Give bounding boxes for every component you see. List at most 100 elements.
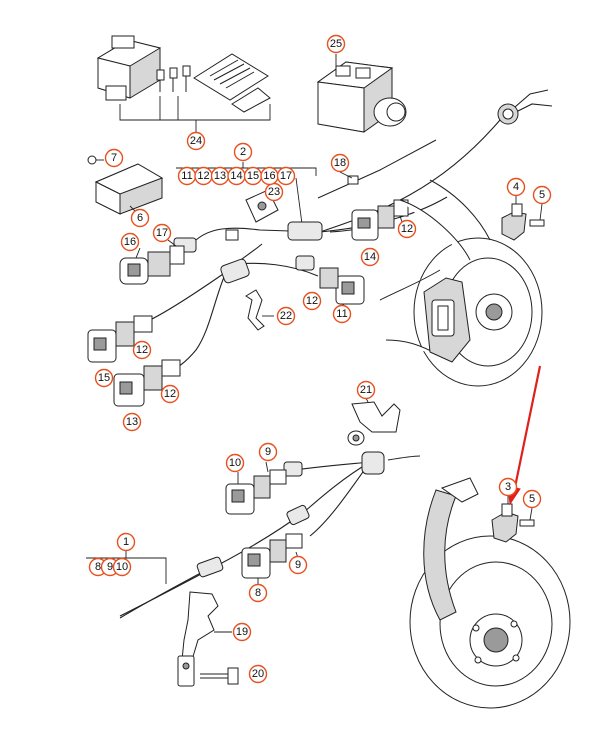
connector-icon [119, 245, 185, 285]
callout-c4: 4 [506, 177, 526, 197]
steering-knuckle-icon [423, 477, 479, 621]
callout-2-sub-13: 13 [210, 166, 230, 186]
callout-c12a-label: 12 [401, 223, 413, 235]
callout-c11: 11 [332, 304, 352, 324]
callout-c18: 18 [330, 153, 350, 173]
callout-2-sub-12-label: 12 [197, 170, 209, 182]
callout-1-sub-10-label: 10 [116, 561, 128, 573]
connector-icon [241, 533, 303, 579]
callout-2-sub-13-label: 13 [214, 170, 226, 182]
callout-c23-label: 23 [268, 186, 280, 198]
airbag-module-icon [87, 155, 164, 215]
callout-c7-label: 7 [111, 152, 117, 164]
callout-2-sub-14: 14 [227, 166, 246, 186]
wheel-speed-sensor-icon [501, 203, 545, 241]
callout-c6: 6 [130, 208, 150, 228]
callout-c2-label: 2 [240, 146, 246, 158]
callout-1-sub-8-label: 8 [95, 561, 101, 573]
callout-c14-label: 14 [364, 251, 376, 263]
callout-c12a: 12 [397, 219, 417, 239]
callout-c20: 20 [248, 664, 268, 684]
callout-c16: 16 [120, 232, 140, 252]
callout-c6-label: 6 [137, 212, 143, 224]
callout-2-sub-11: 11 [177, 166, 197, 186]
bracket-icon [245, 289, 265, 331]
callout-c21-label: 21 [360, 384, 372, 396]
callout-c22: 22 [276, 306, 296, 326]
callout-c18-label: 18 [334, 157, 346, 169]
callout-c12c: 12 [132, 340, 152, 360]
callout-2-sub-17-label: 17 [280, 170, 292, 182]
brake-disc-icon [409, 535, 571, 709]
callout-c7: 7 [104, 148, 124, 168]
callout-c10: 10 [225, 453, 245, 473]
callout-c21: 21 [356, 380, 376, 400]
callout-c12b-label: 12 [306, 295, 318, 307]
cable-tie-icon [317, 139, 437, 199]
connector-icon [351, 199, 409, 241]
callout-c8: 8 [248, 583, 268, 603]
callout-c2: 2 [233, 142, 253, 162]
callout-c3: 3 [498, 477, 518, 497]
callout-c22-label: 22 [280, 310, 292, 322]
wiring-harness-icon [149, 89, 553, 373]
callout-c15: 15 [94, 368, 114, 388]
callout-c1-label: 1 [123, 536, 129, 548]
callout-c12b: 12 [302, 291, 322, 311]
callout-c23: 23 [264, 182, 284, 202]
callout-c8-label: 8 [255, 587, 261, 599]
callout-c15-label: 15 [98, 372, 110, 384]
connector-icon [319, 267, 365, 305]
callout-1-sub-9-label: 9 [107, 561, 113, 573]
callout-c24-label: 24 [190, 135, 202, 147]
brake-caliper-icon [423, 277, 471, 363]
leader-1 [86, 550, 167, 584]
mounting-bracket-icon [347, 401, 401, 446]
callout-c5b-label: 5 [529, 493, 535, 505]
callout-c3-label: 3 [505, 481, 511, 493]
callout-2-sub-17: 17 [276, 166, 296, 186]
callout-c14: 14 [360, 247, 380, 267]
callout-c9b: 9 [288, 555, 308, 575]
callout-2-sub-15: 15 [243, 166, 263, 186]
callout-c16-label: 16 [124, 236, 136, 248]
callout-c11-label: 11 [336, 308, 347, 320]
callout-c13: 13 [122, 412, 142, 432]
callout-c17-label: 17 [156, 227, 168, 239]
callout-2-sub-12: 12 [194, 166, 213, 186]
screw-set-icon [156, 65, 191, 92]
callout-c25-label: 25 [330, 38, 342, 50]
callout-c12d-label: 12 [164, 388, 176, 400]
callout-1-sub-10: 10 [112, 557, 132, 577]
abs-control-unit-icon [96, 35, 162, 101]
callout-c20-label: 20 [252, 668, 264, 680]
callout-c12c-label: 12 [136, 344, 148, 356]
callout-c12d: 12 [160, 384, 180, 404]
callout-c25: 25 [326, 34, 346, 54]
callout-c9a: 9 [258, 442, 278, 462]
callout-c19: 19 [232, 622, 252, 642]
bracket-icon [177, 591, 219, 687]
connector-icon [225, 469, 287, 515]
callout-c9a-label: 9 [265, 446, 271, 458]
instruction-sheet-icon [193, 53, 271, 113]
callout-c1: 1 [116, 532, 136, 552]
callout-c5a: 5 [532, 185, 552, 205]
callout-c5b: 5 [522, 489, 542, 509]
callout-c10-label: 10 [229, 457, 241, 469]
connector-icon [113, 359, 181, 407]
callout-2-sub-11-label: 11 [181, 170, 192, 182]
callout-c5a-label: 5 [539, 189, 545, 201]
callout-2-sub-16-label: 16 [263, 170, 275, 182]
connector-icon [87, 315, 153, 363]
callout-c17: 17 [152, 223, 172, 243]
callout-2-sub-15-label: 15 [247, 170, 259, 182]
callout-c9b-label: 9 [295, 559, 301, 571]
abs-hydraulic-unit-icon [316, 61, 407, 133]
callout-c19-label: 19 [236, 626, 248, 638]
callout-2-sub-14-label: 14 [230, 170, 242, 182]
callout-c4-label: 4 [513, 181, 519, 193]
callout-c13-label: 13 [126, 416, 138, 428]
